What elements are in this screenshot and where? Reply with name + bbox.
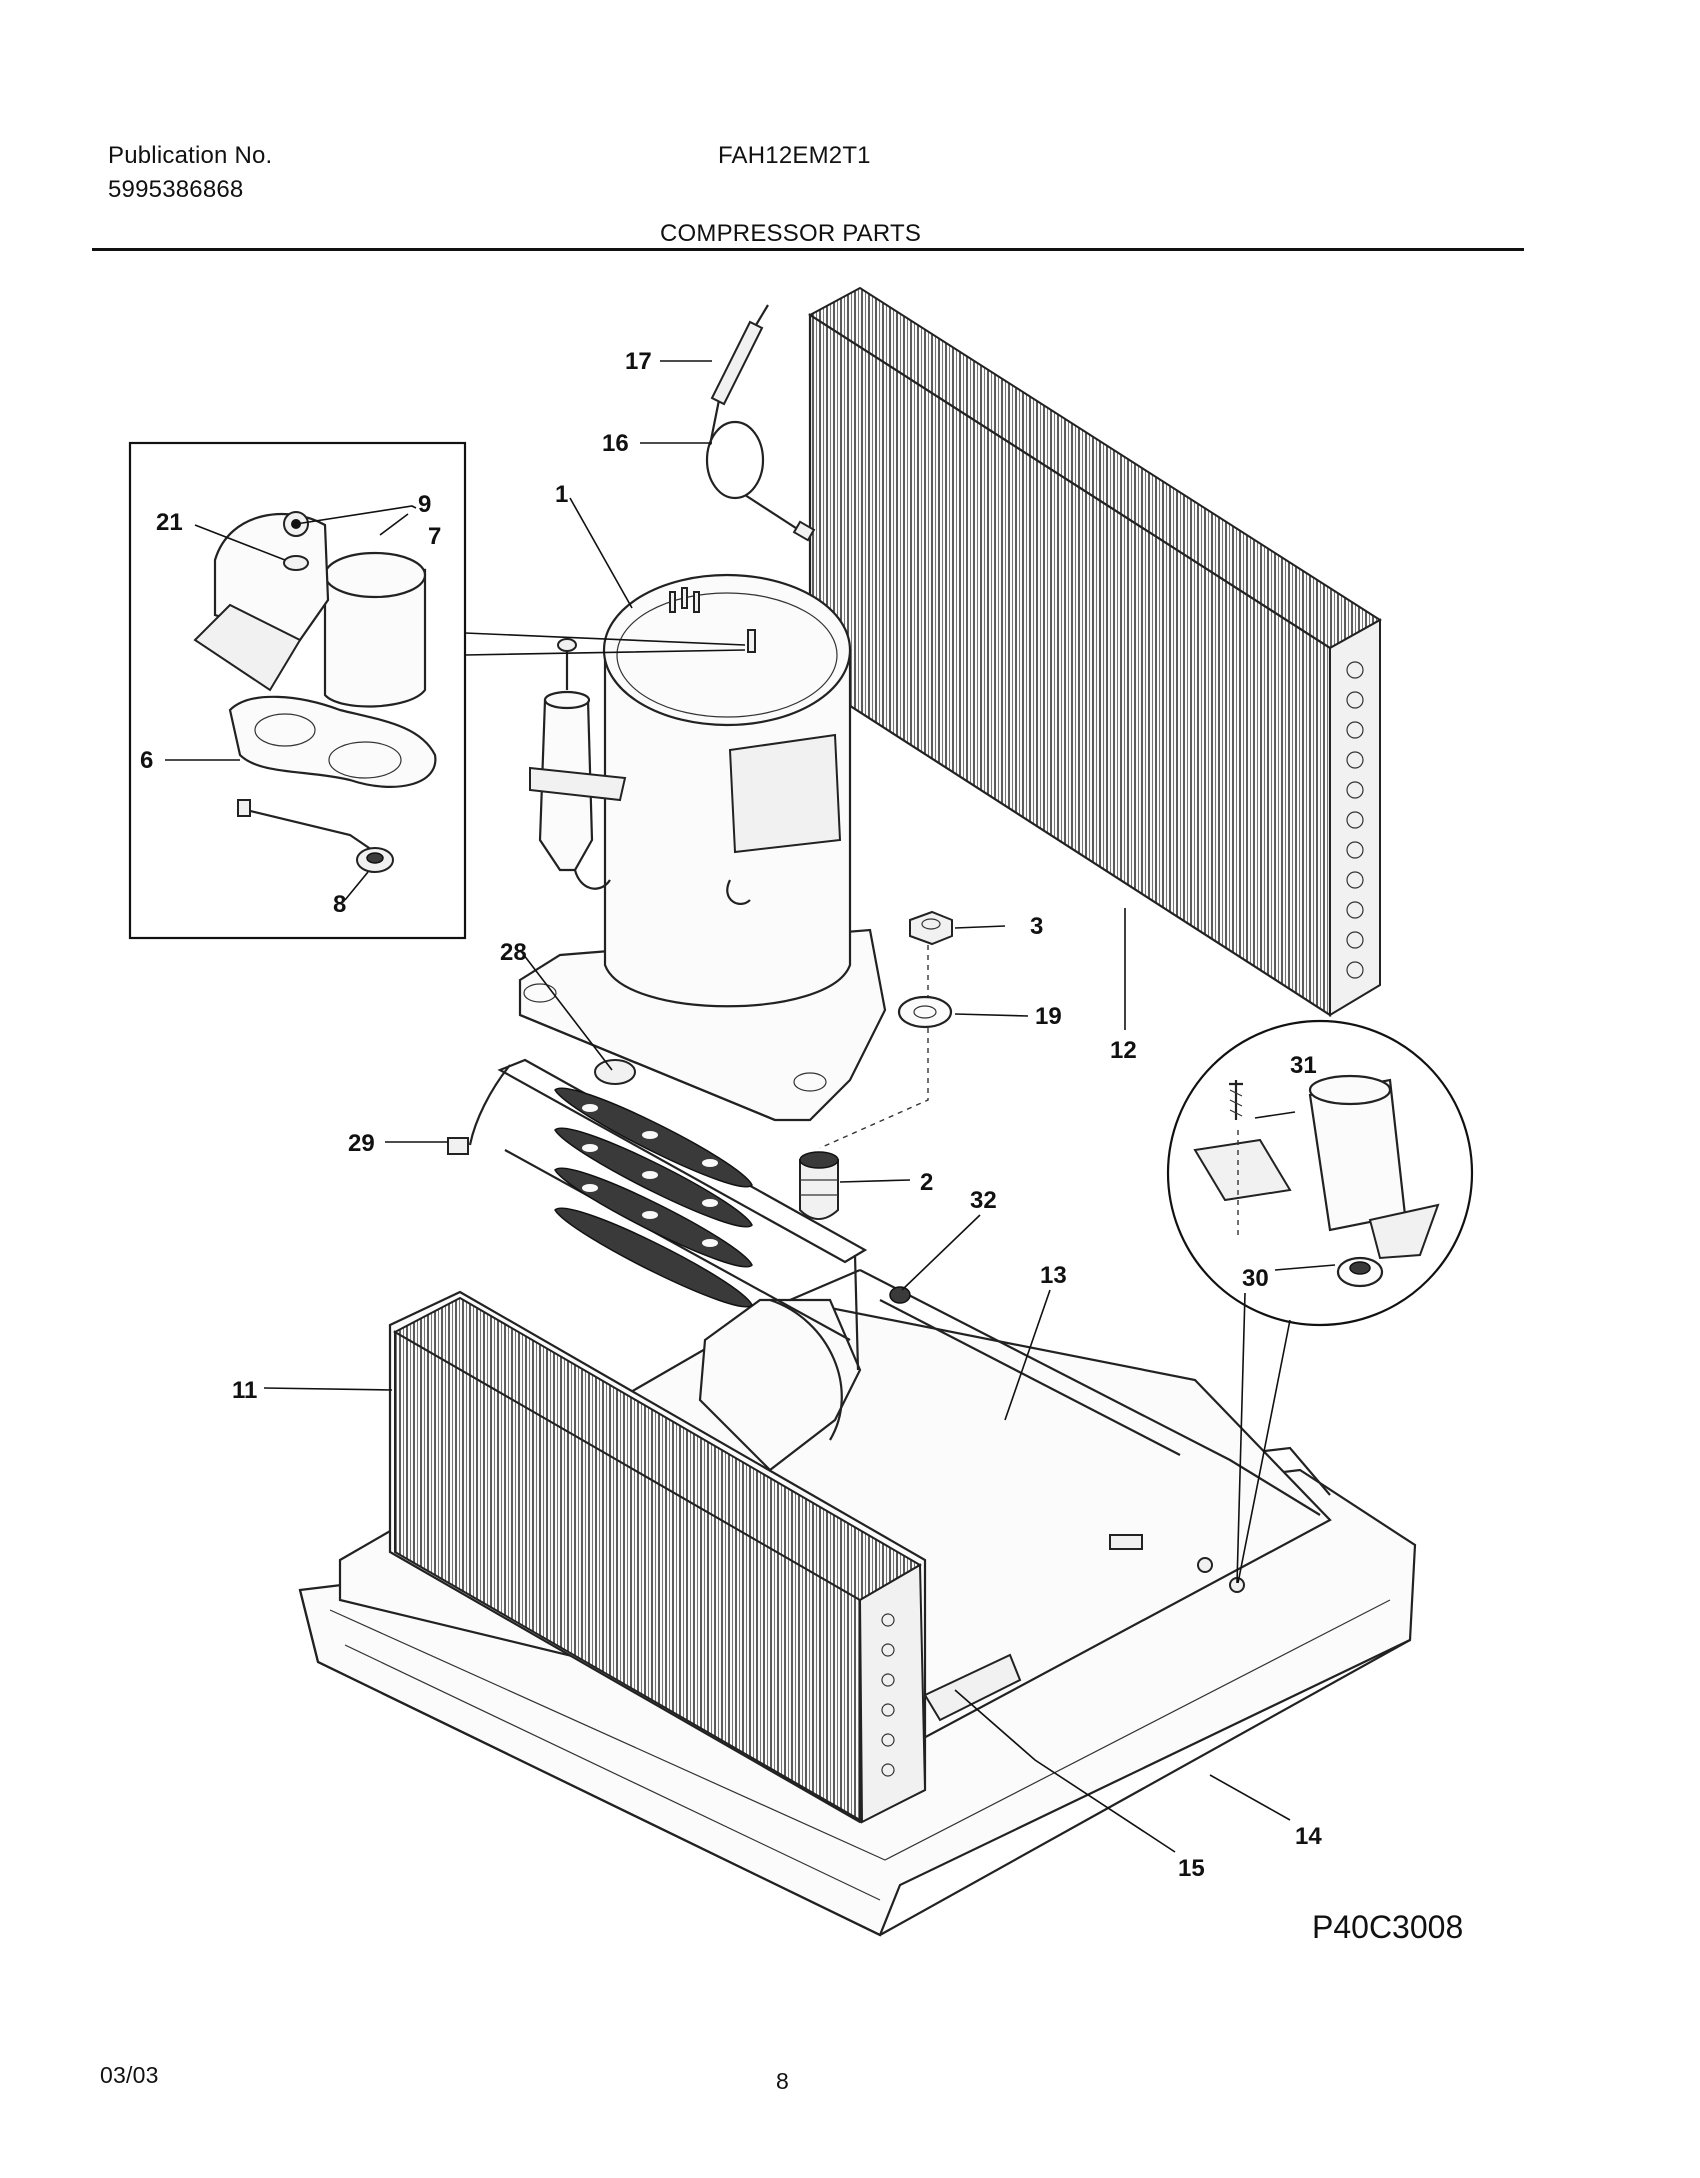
callout-labels: 17 16 1 9 21 7 6 8 3 28 19 12 31 29 2 32… (140, 348, 1322, 1882)
mount-washer (897, 995, 953, 1029)
condenser-coil (388, 1290, 927, 1824)
callout-16: 16 (602, 430, 629, 457)
callout-31: 31 (1290, 1052, 1317, 1079)
callout-11: 11 (232, 1377, 257, 1404)
fan-shroud (698, 1298, 862, 1472)
section-title: COMPRESSOR PARTS (660, 220, 922, 247)
mount-nut (909, 910, 953, 946)
callout-15: 15 (1178, 1855, 1205, 1882)
callout-3: 3 (1030, 913, 1043, 940)
page-number: 8 (776, 2068, 789, 2094)
callout-14: 14 (1295, 1823, 1322, 1850)
callout-2: 2 (920, 1169, 933, 1196)
callout-32: 32 (970, 1187, 997, 1214)
relay-detail-circle (1166, 1019, 1474, 1327)
callout-30: 30 (1242, 1265, 1269, 1292)
model-number: FAH12EM2T1 (718, 142, 871, 169)
callout-17: 17 (625, 348, 652, 375)
thermistor (710, 304, 769, 406)
heater-assembly (447, 1058, 868, 1371)
footer-date: 03/03 (100, 2062, 159, 2088)
callout-19: 19 (1035, 1003, 1062, 1030)
leader-lines (165, 360, 1336, 1853)
publication-number: 5995386868 (108, 176, 244, 203)
compressor (602, 573, 852, 1008)
diagram-code: P40C3008 (1312, 1909, 1463, 1945)
callout-28: 28 (500, 939, 527, 966)
accumulator (529, 638, 627, 890)
callout-9: 9 (418, 491, 431, 518)
callout-1: 1 (555, 481, 568, 508)
terminal-detail-inset (128, 441, 467, 940)
callout-8: 8 (333, 891, 346, 918)
callout-6: 6 (140, 747, 153, 774)
callout-12: 12 (1110, 1037, 1137, 1064)
callout-7: 7 (428, 523, 441, 550)
tube-washer (879, 1286, 1181, 1456)
header-rule (92, 248, 1524, 251)
callout-21: 21 (156, 509, 183, 536)
callout-29: 29 (348, 1130, 375, 1157)
publication-label: Publication No. (108, 142, 273, 169)
callout-13: 13 (1040, 1262, 1067, 1289)
evaporator-coil (808, 286, 1382, 1018)
mount-grommet (799, 1151, 839, 1220)
capillary-tube (705, 394, 816, 542)
